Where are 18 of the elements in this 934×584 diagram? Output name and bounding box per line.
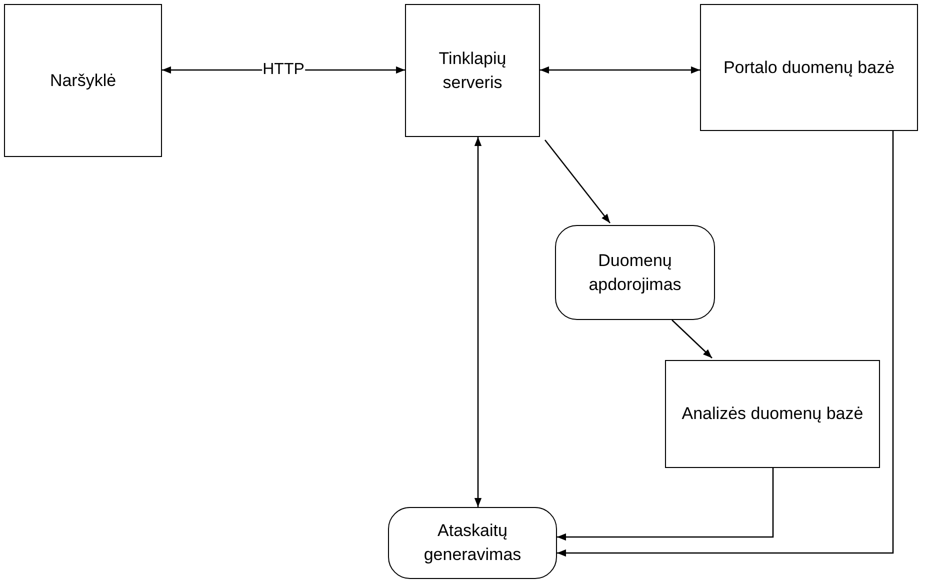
arrow <box>672 320 712 358</box>
node-label: Portalo duomenų bazė <box>723 56 895 78</box>
node-label: Ataskaitų generavimas <box>422 520 522 566</box>
process-box <box>388 507 557 579</box>
box <box>700 4 918 131</box>
node-label: Naršyklė <box>50 70 116 92</box>
arrow <box>540 66 700 74</box>
process-box <box>555 225 715 320</box>
arrow <box>557 131 894 557</box>
arrow <box>544 140 611 224</box>
box <box>665 360 880 468</box>
arrow <box>557 468 774 541</box>
box <box>4 4 162 157</box>
node-label: Analizės duomenų bazė <box>682 403 864 425</box>
node-label: Tinklapių serveris <box>438 48 508 94</box>
arrow <box>474 137 482 507</box>
node-label: Duomenų apdorojimas <box>588 250 682 296</box>
box <box>405 4 540 137</box>
